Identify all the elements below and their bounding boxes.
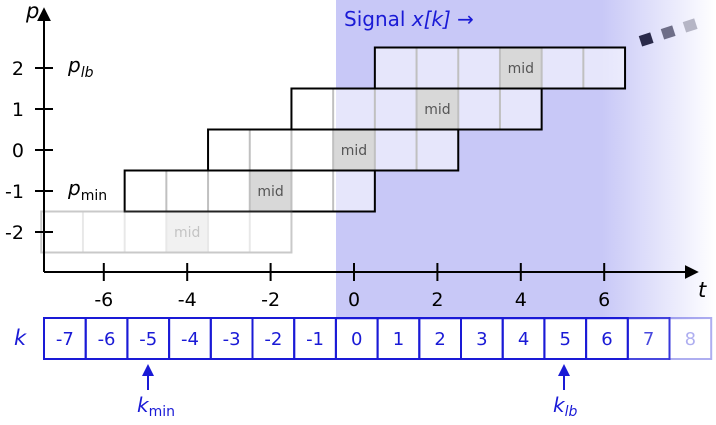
- p-axis-ticks: 2 1 0 -1 -2: [5, 58, 53, 244]
- k-lb-arrow-icon: [558, 364, 570, 376]
- k-cell-label: -2: [264, 329, 282, 350]
- window-row: mid: [373, 46, 627, 90]
- p-axis-label: p: [25, 0, 39, 23]
- mid-label: mid: [174, 225, 200, 241]
- mid-cell: [416, 88, 459, 130]
- k-min-arrow-icon: [142, 364, 154, 376]
- window-row: mid: [207, 128, 460, 172]
- k-cell-label: 2: [434, 329, 445, 350]
- k-cell-label: -1: [306, 329, 324, 350]
- t-tick-label: 4: [515, 289, 527, 311]
- k-cell: -7: [43, 317, 87, 360]
- k-cell: -3: [209, 317, 254, 360]
- k-cell: 0: [334, 317, 379, 360]
- k-cell-label: -3: [223, 329, 241, 350]
- k-cell: -2: [251, 317, 296, 360]
- svg-text:kmin: kmin: [137, 393, 175, 420]
- svg-text:klb: klb: [553, 393, 577, 420]
- k-cell: 4: [501, 317, 546, 360]
- k-cell-label: 4: [518, 329, 529, 350]
- k-axis-label: k: [14, 326, 27, 350]
- continuation-dashes: [638, 18, 698, 47]
- mid-cell: [249, 170, 292, 212]
- signal-label-arrow: →: [451, 7, 474, 31]
- k-cell-label: 6: [601, 329, 612, 350]
- k-cell-label: 8: [685, 329, 696, 350]
- window-row: mid: [40, 210, 293, 254]
- k-cell-label: -7: [56, 329, 74, 350]
- p-tick-label: -1: [5, 181, 24, 203]
- signal-label-main: Signal: [344, 7, 412, 31]
- p-lb-label: plb: [67, 53, 94, 81]
- window-box: [123, 169, 376, 213]
- k-cell: -1: [293, 317, 337, 360]
- k-min-marker: kmin: [137, 364, 175, 420]
- k-cell: 2: [418, 317, 462, 360]
- mid-label: mid: [508, 61, 534, 77]
- window-rows: mid mid mid mid mid: [40, 46, 627, 254]
- k-index-strip: -7 -6 -5 -4 -3 -2 -1 0 1 2 3 4 5 6 7 8: [43, 317, 713, 360]
- mid-cell: [166, 211, 209, 253]
- p-tick-label: -2: [5, 222, 24, 244]
- t-axis-ticks: -6 -4 -2 0 2 4 6: [94, 263, 610, 311]
- t-tick-label: 6: [598, 289, 610, 311]
- k-cell-label: -4: [181, 329, 199, 350]
- p-tick-label: 0: [12, 140, 24, 162]
- window-row: mid: [290, 87, 543, 131]
- k-cell: 7: [626, 317, 671, 360]
- mid-cell: [333, 129, 375, 171]
- p-tick-label: 2: [12, 58, 24, 80]
- t-tick-label: 2: [431, 289, 443, 311]
- k-cell: -4: [168, 317, 212, 360]
- k-cell: -6: [84, 317, 129, 360]
- t-axis-label: t: [698, 278, 707, 302]
- k-cell: 3: [460, 317, 504, 360]
- k-cell: 5: [543, 317, 588, 360]
- mid-label: mid: [424, 102, 450, 118]
- k-cell: 8: [668, 317, 713, 360]
- t-tick-label: 0: [348, 289, 360, 311]
- mid-label: mid: [257, 184, 283, 200]
- k-cell-label: -6: [98, 329, 116, 350]
- k-cell-label: 0: [351, 329, 362, 350]
- k-cell: 1: [376, 317, 421, 360]
- t-tick-label: -6: [94, 289, 113, 311]
- k-cell-label: 1: [393, 329, 404, 350]
- k-cell-label: -5: [139, 329, 157, 350]
- k-lb-marker: klb: [553, 364, 577, 420]
- k-cell: -5: [126, 317, 171, 360]
- t-tick-label: -4: [178, 289, 197, 311]
- signal-label: Signal x[k] →: [344, 7, 474, 31]
- k-cell-label: 5: [560, 329, 571, 350]
- t-tick-label: -2: [261, 289, 280, 311]
- mid-cell: [499, 47, 542, 89]
- p-min-label: pmin: [67, 176, 107, 204]
- k-cell-label: 7: [643, 329, 654, 350]
- signal-label-var: x[k]: [411, 7, 451, 31]
- p-tick-label: 1: [12, 99, 24, 121]
- mid-label: mid: [341, 143, 367, 159]
- k-cell-label: 3: [476, 329, 487, 350]
- k-cell: 6: [585, 317, 629, 360]
- window-row: mid: [123, 169, 376, 213]
